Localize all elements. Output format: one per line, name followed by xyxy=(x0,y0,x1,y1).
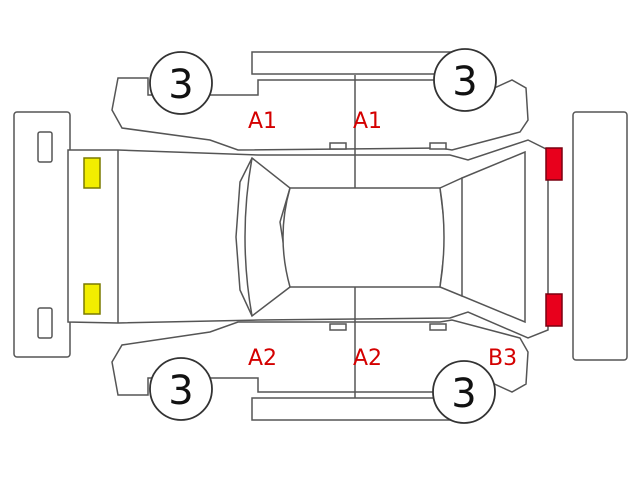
tire-rear-left: 3 xyxy=(433,48,497,112)
rear-light-right xyxy=(545,293,563,327)
body-side-upper xyxy=(111,77,529,151)
rear-bumper xyxy=(572,111,628,361)
tire-rating: 3 xyxy=(168,368,193,414)
roof-rail-top xyxy=(251,51,453,75)
door-handle xyxy=(429,142,447,150)
roof-rail-bottom xyxy=(251,397,453,421)
tire-front-right: 3 xyxy=(149,357,213,421)
damage-code-rear-door-left: A1 xyxy=(353,109,382,134)
tire-rear-right: 3 xyxy=(432,360,496,424)
roof xyxy=(282,187,447,288)
front-light-left xyxy=(83,157,101,189)
damage-code-front-door-right: A2 xyxy=(248,346,277,371)
damage-code-front-door-left: A1 xyxy=(248,109,277,134)
tire-rating: 3 xyxy=(452,59,477,105)
tire-front-left: 3 xyxy=(149,51,213,115)
door-handle xyxy=(329,323,347,331)
damage-code-rear-quarter-right: B3 xyxy=(488,346,517,371)
body-side-lower xyxy=(111,319,529,396)
front-light-right xyxy=(83,283,101,315)
windshield xyxy=(235,156,291,318)
damage-code-rear-door-right: A2 xyxy=(353,346,382,371)
rear-light-left xyxy=(545,147,563,181)
door-handle xyxy=(329,142,347,150)
door-handle xyxy=(429,323,447,331)
tire-rating: 3 xyxy=(451,371,476,417)
trunk-lid xyxy=(461,150,526,324)
tire-rating: 3 xyxy=(168,62,193,108)
front-bumper xyxy=(13,111,71,358)
